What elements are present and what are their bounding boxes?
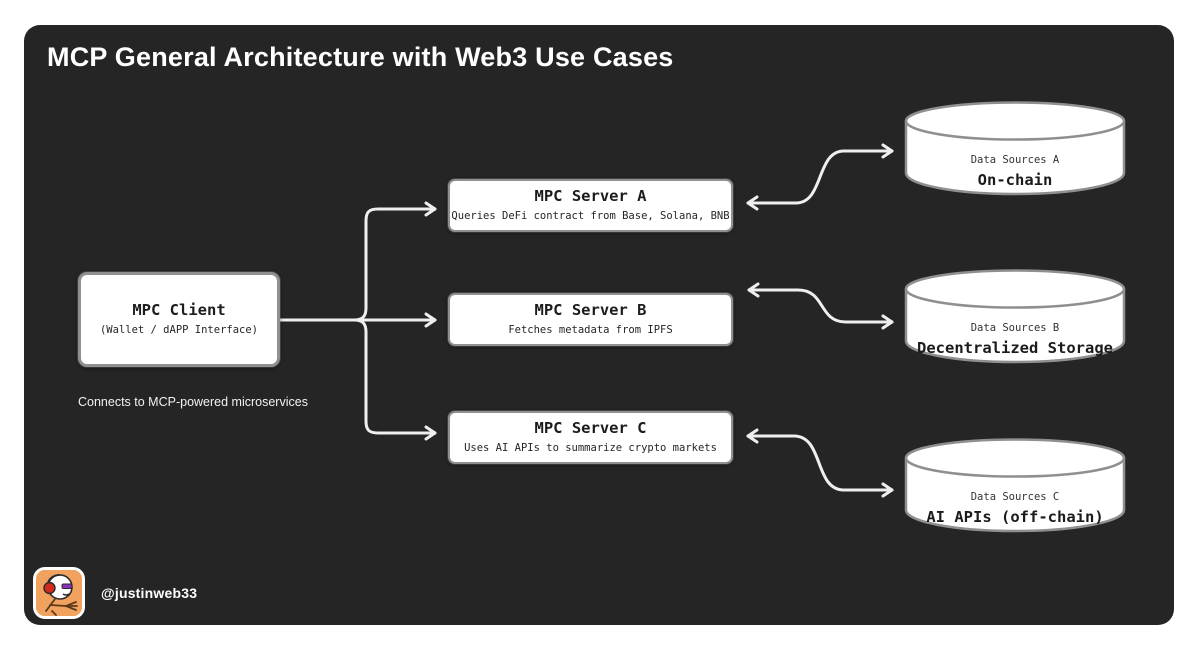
diagram-panel: MCP General Architecture with Web3 Use C… <box>24 25 1174 625</box>
server-c-title: MPC Server C <box>534 419 647 438</box>
datasource-c-label: Data Sources C <box>970 491 1060 503</box>
datasource-a: Data Sources A On-chain <box>903 99 1127 199</box>
author-footer: @justinweb33 <box>33 567 197 619</box>
server-a-subtitle: Queries DeFi contract from Base, Solana,… <box>451 209 730 222</box>
cylinder-icon <box>904 269 1126 364</box>
avatar <box>33 567 85 619</box>
datasource-a-label: Data Sources A <box>970 154 1060 166</box>
server-a-title: MPC Server A <box>534 187 647 206</box>
server-b-title: MPC Server B <box>534 301 647 320</box>
meme-face-icon <box>36 570 82 616</box>
connector-arrows <box>278 143 894 498</box>
arrow-branch-to-server-c <box>352 318 437 441</box>
server-node-c: MPC Server C Uses AI APIs to summarize c… <box>448 411 733 464</box>
diagram-title: MCP General Architecture with Web3 Use C… <box>47 42 674 72</box>
client-node: MPC Client (Wallet / dAPP Interface) <box>78 272 280 367</box>
server-b-subtitle: Fetches metadata from IPFS <box>508 323 673 336</box>
datasource-b-label: Data Sources B <box>970 322 1060 334</box>
server-node-a: MPC Server A Queries DeFi contract from … <box>448 179 733 232</box>
client-title: MPC Client <box>132 301 226 320</box>
cylinder-icon <box>904 438 1126 533</box>
datasource-c: Data Sources C AI APIs (off-chain) <box>903 436 1127 536</box>
arrow-branch-to-server-a <box>352 201 437 322</box>
datasource-c-title: AI APIs (off-chain) <box>926 508 1104 526</box>
arrow-server-b-datasource-b <box>747 282 894 330</box>
arrow-server-a-datasource-a <box>746 143 894 211</box>
cylinder-icon <box>904 101 1126 196</box>
client-subtitle: (Wallet / dAPP Interface) <box>99 323 259 336</box>
server-c-subtitle: Uses AI APIs to summarize crypto markets <box>464 441 717 454</box>
author-handle: @justinweb33 <box>101 585 198 601</box>
datasource-b-title: Decentralized Storage <box>917 339 1113 357</box>
client-caption: Connects to MCP-powered microservices <box>78 395 308 409</box>
server-node-b: MPC Server B Fetches metadata from IPFS <box>448 293 733 346</box>
datasource-a-title: On-chain <box>977 171 1053 189</box>
datasource-b: Data Sources B Decentralized Storage <box>903 267 1127 367</box>
arrow-server-c-datasource-c <box>746 428 894 498</box>
